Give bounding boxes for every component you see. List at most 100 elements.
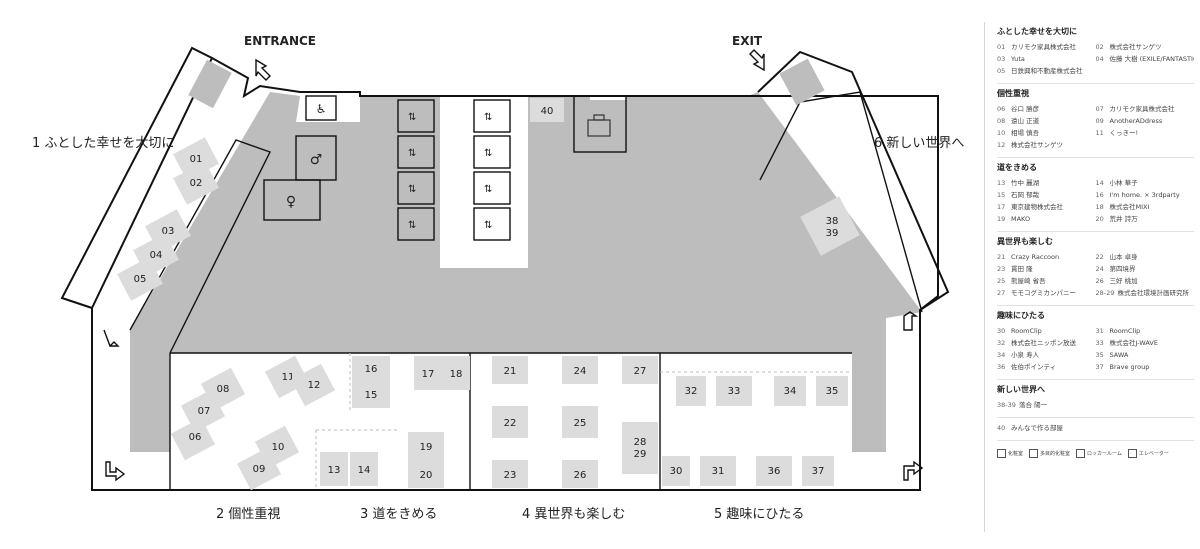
booth-24[interactable]: 24	[562, 356, 598, 384]
booth-14[interactable]: 14	[350, 452, 378, 486]
booth-31[interactable]: 31	[700, 456, 736, 486]
booth-21[interactable]: 21	[492, 356, 528, 384]
booth-38-39[interactable]: 38 39	[800, 196, 860, 256]
booth-18[interactable]: 18	[442, 356, 470, 390]
booth-05[interactable]: 05	[117, 257, 163, 301]
svg-text:17: 17	[422, 369, 435, 380]
booth-40[interactable]: 40	[530, 98, 564, 122]
booth-27[interactable]: 27	[622, 356, 658, 384]
booth-16[interactable]: 16	[352, 356, 390, 380]
svg-text:14: 14	[358, 465, 371, 476]
exhibitor-name: 日鉄興和不動産株式会社	[1011, 67, 1083, 75]
exhibitor-number: 12	[997, 141, 1006, 149]
booth-28-29[interactable]: 28 29	[622, 422, 658, 474]
exhibitor-number: 32	[997, 339, 1006, 347]
booth-23[interactable]: 23	[492, 460, 528, 488]
booth-36[interactable]: 36	[756, 456, 792, 486]
booth-20[interactable]: 20	[408, 460, 444, 488]
booth-17[interactable]: 17	[414, 356, 442, 390]
female-icon: ♀	[286, 194, 296, 210]
booth-25[interactable]: 25	[562, 406, 598, 438]
booth-35[interactable]: 35	[816, 376, 848, 406]
womens-restroom	[263, 179, 321, 221]
exhibitor-number: 07	[1095, 105, 1104, 113]
svg-text:11: 11	[282, 372, 295, 383]
exhibitor-number: 01	[997, 43, 1006, 51]
booth-26[interactable]: 26	[562, 460, 598, 488]
zone-6-label: 6 新しい世界へ	[874, 135, 964, 151]
booth-06[interactable]: 06	[170, 417, 216, 461]
exhibitor-number: 18	[1095, 203, 1104, 211]
zone-2-label: 2 個性重視	[216, 506, 280, 522]
booth-37[interactable]: 37	[802, 456, 834, 486]
booth-10[interactable]: 10	[254, 425, 300, 469]
exhibitor-number: 19	[997, 215, 1006, 223]
booth-33[interactable]: 33	[716, 376, 752, 406]
booth-02[interactable]: 02	[173, 161, 219, 205]
svg-text:⇅: ⇅	[408, 148, 416, 159]
booth-32[interactable]: 32	[676, 376, 706, 406]
exhibitor-name: 株式会社環境計画研究所	[1117, 289, 1190, 297]
booth-08[interactable]: 08	[200, 367, 246, 411]
exhibitor-name: 相場 慎吾	[1011, 129, 1040, 137]
zone-1-label: 1 ふとした幸せを大切に	[32, 136, 174, 151]
svg-text:⇅: ⇅	[484, 184, 492, 195]
svg-text:30: 30	[670, 466, 683, 477]
svg-text:29: 29	[634, 449, 647, 460]
booth-19[interactable]: 19	[408, 432, 444, 460]
booth-30[interactable]: 30	[662, 456, 690, 486]
svg-text:33: 33	[728, 386, 741, 397]
svg-text:04: 04	[150, 250, 163, 261]
legend-group-title: 道をきめる	[997, 163, 1037, 172]
booth-15[interactable]: 15	[352, 380, 390, 408]
booth-13[interactable]: 13	[320, 452, 348, 486]
exhibitor-number: 21	[997, 253, 1006, 261]
booth-34[interactable]: 34	[774, 376, 806, 406]
booth-12[interactable]: 12	[290, 363, 336, 407]
accessible-restroom	[305, 95, 337, 121]
booth-22[interactable]: 22	[492, 406, 528, 438]
dashed-partitions	[315, 353, 852, 490]
svg-text:07: 07	[198, 406, 211, 417]
